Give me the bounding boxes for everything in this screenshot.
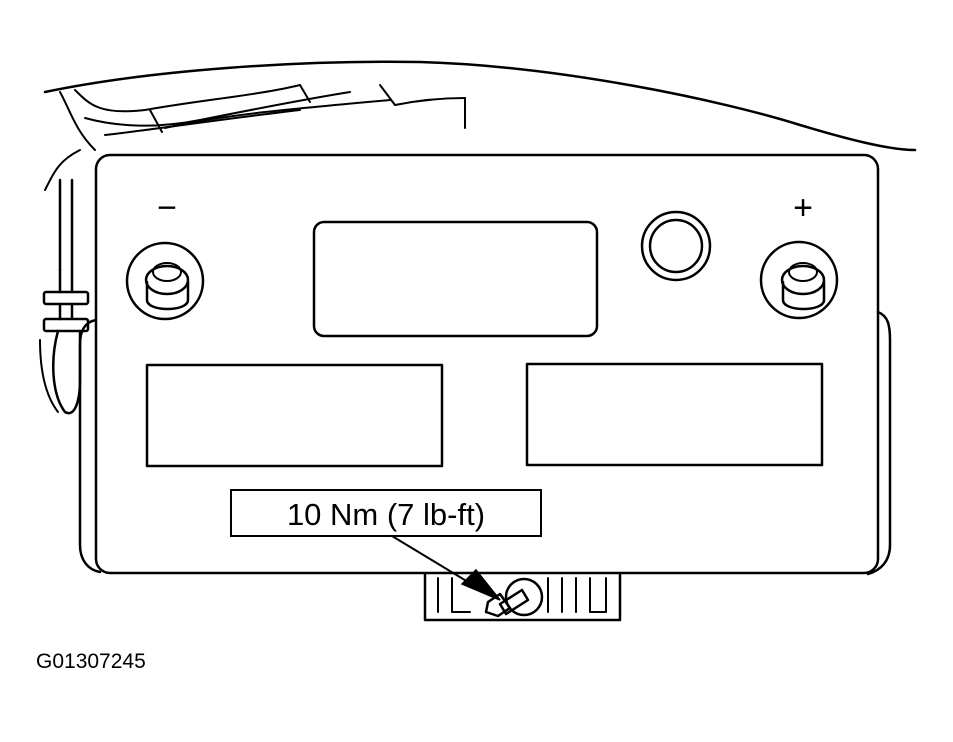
battery-label-top <box>312 220 599 338</box>
hold-down-bolt <box>484 588 530 618</box>
torque-callout: 10 Nm (7 lb-ft) <box>230 489 542 537</box>
battery-body <box>94 153 880 575</box>
wiring-harness <box>43 60 917 191</box>
positive-symbol: + <box>793 189 813 227</box>
vent-cap <box>640 210 712 282</box>
negative-cable <box>39 178 90 415</box>
battery-tray <box>78 310 892 576</box>
battery-label-right <box>525 362 824 467</box>
negative-symbol: − <box>157 189 177 227</box>
hold-down-bracket <box>423 573 622 622</box>
leader-arrow <box>391 535 501 601</box>
torque-label: 10 Nm (7 lb-ft) <box>287 497 485 532</box>
negative-terminal <box>125 241 205 321</box>
battery-label-left <box>145 363 444 468</box>
positive-terminal <box>759 240 839 320</box>
figure-id: G01307245 <box>36 650 146 673</box>
